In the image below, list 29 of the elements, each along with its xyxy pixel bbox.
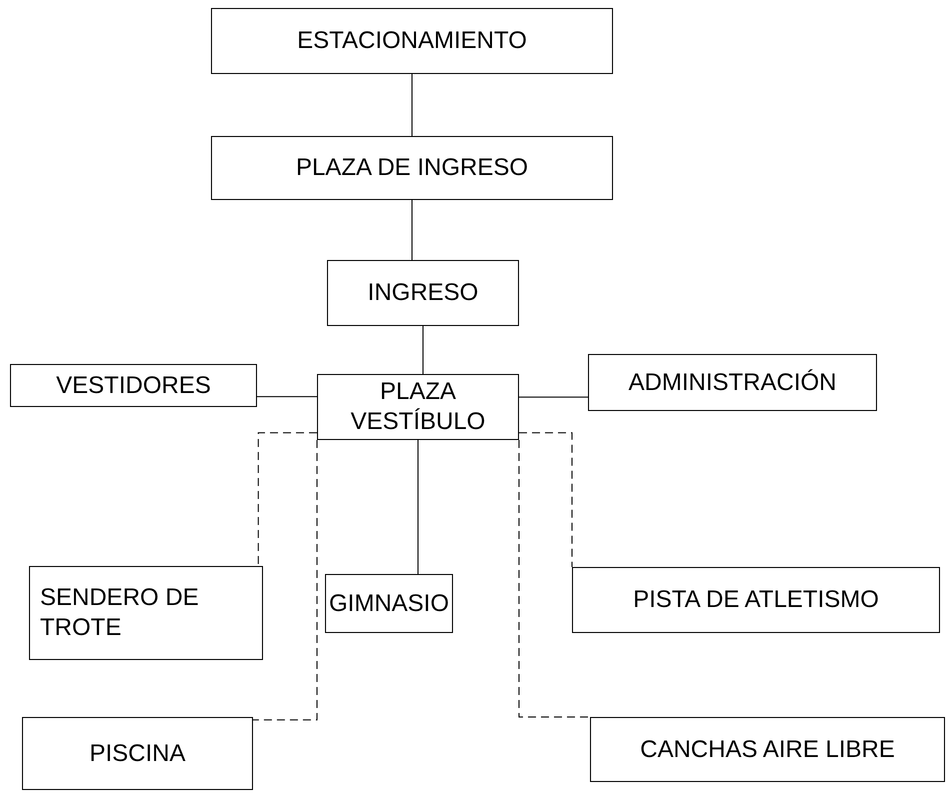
place-box (22, 717, 253, 790)
place-label: GIMNASIO (328, 588, 449, 618)
place-box (211, 136, 613, 200)
connector-line (518, 396, 588, 398)
place-label: CANCHAS AIRE LIBRE (640, 734, 895, 764)
connector-line (422, 326, 424, 374)
connector-line (252, 440, 318, 720)
place-box (327, 260, 519, 326)
place-label: ESTACIONAMIENTO (297, 26, 527, 56)
place-label: VESTIDORES (56, 370, 211, 400)
connector-line (258, 432, 318, 566)
place-label: PLAZA VESTÍBULO (350, 377, 486, 437)
place-box (10, 364, 257, 407)
place-label: PISCINA (89, 738, 186, 768)
place-box (317, 374, 519, 440)
connector-line (256, 396, 318, 398)
place-box (588, 354, 877, 411)
connector-line (518, 440, 590, 718)
place-box (572, 567, 940, 633)
place-box (590, 717, 945, 782)
place-label: PISTA DE ATLETISMO (633, 585, 879, 615)
place-label: INGRESO (368, 278, 478, 308)
place-label: SENDERO DE TROTE (40, 583, 200, 643)
place-box (211, 8, 613, 74)
connector-line (518, 432, 572, 568)
place-label: PLAZA DE INGRESO (296, 153, 528, 183)
place-box (29, 566, 263, 660)
place-label: ADMINISTRACIÓN (628, 368, 836, 398)
place-box (325, 574, 453, 633)
